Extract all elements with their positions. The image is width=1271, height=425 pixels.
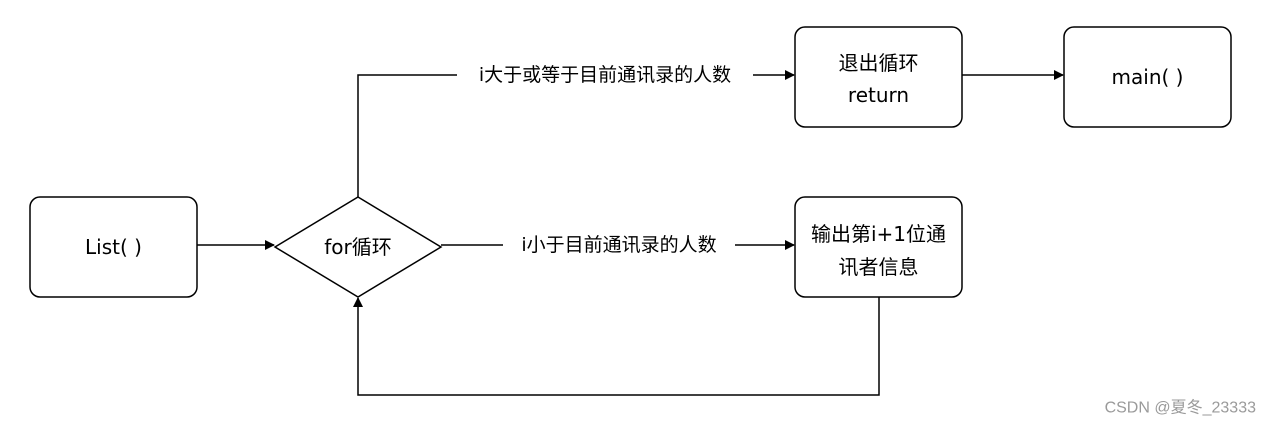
node-output: 输出第i+1位通 讯者信息 bbox=[794, 196, 963, 298]
node-loop-label: for循环 bbox=[324, 235, 392, 259]
node-output-label-line2: 讯者信息 bbox=[839, 255, 919, 279]
node-output-label-line1: 输出第i+1位通 bbox=[811, 222, 946, 246]
node-loop: for循环 bbox=[273, 196, 443, 298]
node-exit-box bbox=[794, 26, 963, 128]
node-list-box bbox=[29, 196, 198, 298]
node-exit: 退出循环 return bbox=[794, 26, 963, 128]
node-main: main( ) bbox=[1063, 26, 1232, 128]
edge-loop-to-output-label: i小于目前通讯录的人数 bbox=[521, 234, 716, 256]
edge-loop-to-output-label-bg bbox=[503, 232, 735, 258]
node-output-box bbox=[794, 196, 963, 298]
node-main-box bbox=[1063, 26, 1232, 128]
node-list: List( ) bbox=[29, 196, 198, 298]
edge-loop-to-exit-label-bg bbox=[457, 62, 753, 88]
edge-loop-to-exit-label: i大于或等于目前通讯录的人数 bbox=[479, 64, 731, 86]
node-exit-label-line2: return bbox=[848, 83, 909, 107]
watermark: CSDN @夏冬_23333 bbox=[1105, 399, 1257, 417]
node-exit-label-line1: 退出循环 bbox=[839, 51, 919, 75]
node-main-label: main( ) bbox=[1112, 65, 1184, 89]
node-list-label: List( ) bbox=[85, 235, 142, 259]
edge-output-to-loop bbox=[353, 297, 880, 396]
edge-loop-to-exit bbox=[357, 70, 795, 197]
